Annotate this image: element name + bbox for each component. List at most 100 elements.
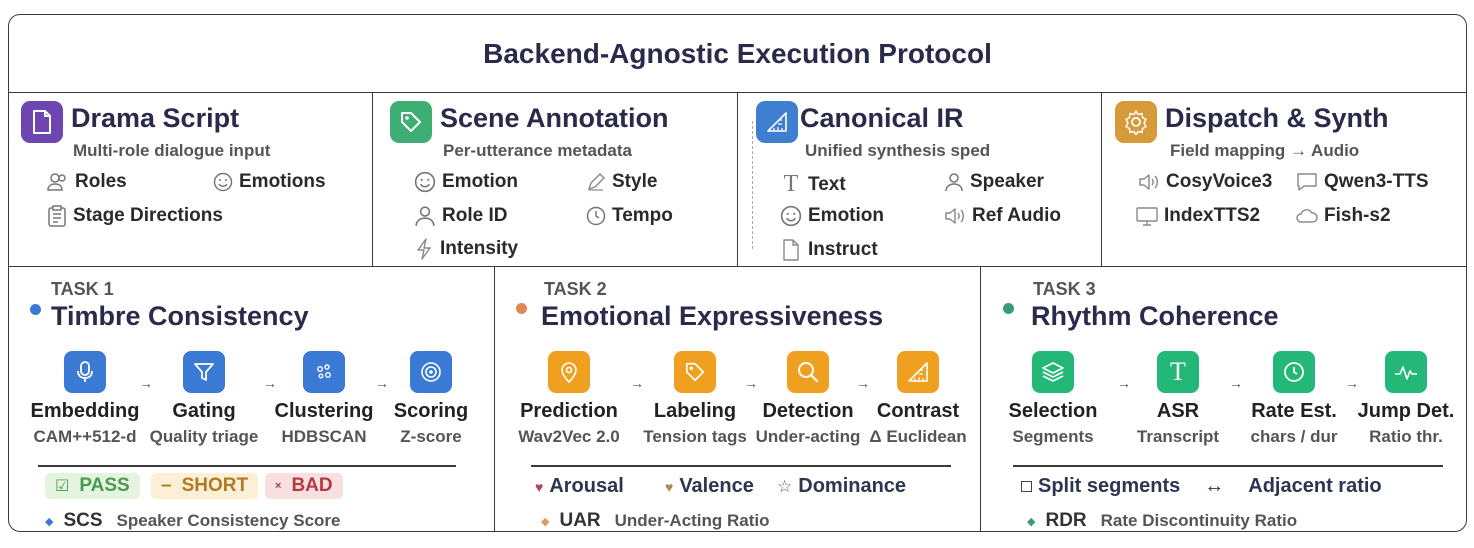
diagram-frame: Backend-Agnostic Execution Protocol Dram… <box>8 14 1467 532</box>
metric-abbr: SCS <box>63 510 103 531</box>
feature-instruct: Instruct <box>780 238 878 262</box>
badge-pass: ☑ PASS <box>45 473 140 499</box>
user-icon <box>415 206 435 226</box>
panel-dispatch-synth: Dispatch & Synth Field mapping → Audio C… <box>1102 93 1466 267</box>
step-desc: Z-score <box>400 427 462 446</box>
step-scoring: Scoring Z-score <box>356 351 506 447</box>
flow-arrow: → <box>375 375 389 391</box>
flow-arrow: → <box>1117 375 1131 391</box>
feature-label: Speaker <box>970 171 1044 192</box>
dimension-valence: ♥ Valence <box>665 475 754 498</box>
step-name: Jump Det. <box>1357 400 1455 422</box>
feature-indextts2: IndexTTS2 <box>1136 205 1260 227</box>
filter-icon <box>183 351 225 393</box>
panel-title: Dispatch & Synth <box>1165 103 1389 133</box>
feature-label: CosyVoice3 <box>1166 171 1273 192</box>
metric-full: Speaker Consistency Score <box>116 511 341 530</box>
feature-cosyvoice3: CosyVoice3 <box>1138 171 1272 193</box>
task-rhythm-coherence: TASK 3 Rhythm Coherence Selection Segmen… <box>981 267 1466 531</box>
panel-title: Canonical IR <box>800 103 964 133</box>
clock-icon <box>1273 351 1315 393</box>
metric-abbr: RDR <box>1045 510 1087 531</box>
diamond-icon: ◆ <box>45 515 54 528</box>
step-prediction: Prediction Wav2Vec 2.0 <box>494 351 644 447</box>
search-icon <box>787 351 829 393</box>
task-tag: TASK 2 <box>544 279 607 299</box>
feature-role-id: Role ID <box>414 205 507 227</box>
step-detection: Detection Under-acting <box>733 351 883 447</box>
step-name: Clustering <box>274 400 374 422</box>
users-icon <box>47 173 66 191</box>
feature-emotion: Emotion <box>780 205 884 227</box>
pipeline-row: Drama Script Multi-role dialogue input R… <box>9 93 1466 267</box>
task-dot <box>30 304 41 315</box>
panel-scene-annotation: Scene Annotation Per-utterance metadata … <box>373 93 738 267</box>
panel-subtitle: Per-utterance metadata <box>443 141 632 160</box>
task-timbre-consistency: TASK 1 Timbre Consistency Embedding CAM+… <box>9 267 495 531</box>
feature-label: Stage Directions <box>73 205 223 226</box>
speaker-icon <box>945 208 964 224</box>
ruler-icon <box>756 101 798 143</box>
task-row: TASK 1 Timbre Consistency Embedding CAM+… <box>9 267 1466 531</box>
panel-subtitle: Field mapping → Audio <box>1170 141 1360 160</box>
step-gating: Gating Quality triage <box>129 351 279 447</box>
badge-label: PASS <box>79 475 130 496</box>
file-icon <box>783 239 799 261</box>
diagram-title: Backend-Agnostic Execution Protocol <box>9 15 1466 93</box>
feature-emotions: Emotions <box>213 171 326 193</box>
step-asr: T ASR Transcript <box>1103 351 1253 447</box>
section-divider <box>531 465 951 467</box>
user-icon <box>945 173 963 192</box>
flow-split-adjacent: Split segments ↔ Adjacent ratio <box>1021 475 1382 498</box>
feature-roles: Roles <box>47 171 127 193</box>
step-name: Rate Est. <box>1251 400 1337 422</box>
dimension-label: Arousal <box>549 475 624 497</box>
badge-short: – SHORT <box>151 473 259 499</box>
task-dot <box>516 303 527 314</box>
double-arrow-icon: ↔ <box>1204 475 1225 497</box>
panel-title: Scene Annotation <box>440 103 669 133</box>
feature-fish-s2: Fish-s2 <box>1296 205 1391 227</box>
step-desc: Transcript <box>1136 427 1220 446</box>
feature-label: Style <box>612 171 658 192</box>
feature-tempo: Tempo <box>586 205 673 227</box>
step-labeling: Labeling Tension tags <box>620 351 770 447</box>
step-rate-est: Rate Est. chars / dur <box>1219 351 1369 447</box>
diamond-icon: ◆ <box>1027 515 1036 528</box>
bolt-icon <box>417 238 431 260</box>
metric-abbr: UAR <box>559 510 601 531</box>
dimension-arousal: ♥ Arousal <box>535 475 624 498</box>
metric-full: Under-Acting Ratio <box>614 511 770 530</box>
panel-drama-script: Drama Script Multi-role dialogue input R… <box>9 93 373 267</box>
step-name: Labeling <box>653 400 737 422</box>
pen-icon <box>587 173 605 191</box>
feature-label: Intensity <box>440 238 519 259</box>
step-desc: Tension tags <box>643 427 747 446</box>
chat-icon <box>1297 173 1317 191</box>
metric-scs: ◆ SCS Speaker Consistency Score <box>45 510 341 531</box>
step-desc: HDBSCAN <box>281 427 367 446</box>
flow-arrow: → <box>744 375 758 391</box>
cross-icon: × <box>275 480 282 492</box>
step-embedding: Embedding CAM++512-d <box>10 351 160 447</box>
panel-canonical-ir: Canonical IR Unified synthesis sped T Te… <box>738 93 1102 267</box>
step-desc: Ratio thr. <box>1369 427 1443 446</box>
tag-icon <box>674 351 716 393</box>
step-desc: Quality triage <box>149 427 259 446</box>
dashed-divider <box>752 121 753 249</box>
smile-icon <box>414 171 436 193</box>
badge-label: SHORT <box>181 475 249 496</box>
feature-label: Instruct <box>808 239 878 260</box>
clock-icon <box>586 206 606 226</box>
target-icon <box>410 351 452 393</box>
text-icon: T <box>1157 351 1199 393</box>
feature-label: Roles <box>75 171 127 192</box>
panel-title: Drama Script <box>71 103 240 133</box>
metric-rdr: ◆ RDR Rate Discontinuity Ratio <box>1027 510 1297 531</box>
step-desc: Δ Euclidean <box>869 427 967 446</box>
diamond-icon: ◆ <box>541 515 550 528</box>
task-title: Rhythm Coherence <box>1031 301 1279 331</box>
step-name: Scoring <box>393 400 469 422</box>
task-title: Emotional Expressiveness <box>541 301 884 331</box>
cluster-icon <box>303 351 345 393</box>
